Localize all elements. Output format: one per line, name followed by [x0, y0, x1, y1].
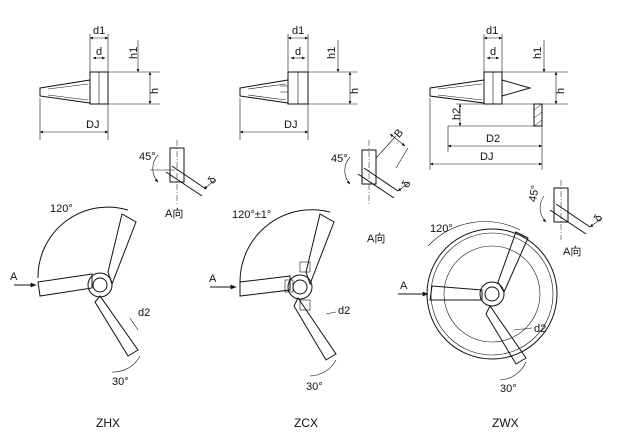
zcx-side-view: d1 d h1 h DJ [239, 25, 361, 140]
zcx-type-label: ZCX [294, 416, 318, 430]
zcx-d2-label: d2 [338, 305, 350, 317]
zcx-d1-label: d1 [292, 25, 304, 37]
zhx-side-view: d1 d h1 h DJ [39, 25, 161, 140]
zcx-adir-label: A向 [367, 231, 385, 245]
zcx-dj-label: DJ [284, 119, 297, 131]
zwx-a-label: A [400, 280, 408, 292]
zwx-adir-label: A向 [563, 244, 581, 258]
zhx-blade-section: 45° δ A向 [139, 140, 219, 220]
zwx-h-label: h [555, 88, 567, 94]
zcx-120-label: 120°±1° [232, 209, 271, 221]
zcx-blade-section: B 45° δ A向 [331, 127, 413, 245]
zwx-d-label: d [490, 46, 496, 58]
zhx-45-label: 45° [139, 151, 156, 163]
zwx-type-label: ZWX [492, 416, 519, 430]
zhx-30-label: 30° [112, 376, 129, 388]
zhx-type-label: ZHX [96, 416, 120, 430]
zhx-delta-label: δ [206, 175, 219, 186]
zhx-adir-label: A向 [165, 206, 183, 220]
zhx-h-label: h [149, 88, 161, 94]
zwx-d1-label: d1 [486, 25, 498, 37]
zwx-blade-section: 45° δ A向 [527, 180, 605, 258]
zhx-a-label: A [10, 271, 18, 283]
zcx-45-label: 45° [331, 153, 348, 165]
zwx-side-view: d1 d h1 h h2 D2 DJ [429, 25, 568, 170]
zwx-delta-label: δ [592, 213, 605, 224]
zcx-delta-label: δ [400, 179, 413, 190]
zhx-d-label: d [96, 46, 102, 58]
zhx-d2-label: d2 [138, 307, 150, 319]
zwx-30-label: 30° [500, 383, 517, 395]
zwx-d2-dim-label: D2 [486, 133, 500, 145]
zwx-d2-label: d2 [534, 323, 546, 335]
zcx-a-label: A [209, 273, 217, 285]
zhx-top-view: 120° A d2 30° [10, 203, 150, 388]
zcx-h-label: h [349, 88, 361, 94]
zcx-30-label: 30° [306, 381, 323, 393]
zwx-h1-label: h1 [532, 47, 544, 59]
zwx-45-label: 45° [527, 184, 542, 202]
zcx-d-label: d [295, 46, 301, 58]
zhx-d1-label: d1 [93, 25, 105, 37]
zwx-120-label: 120° [430, 223, 453, 235]
zcx-top-view: 120°±1° A d2 30° [209, 209, 350, 393]
zwx-top-view: 120° A d2 30° [398, 221, 558, 395]
zcx-h1-label: h1 [326, 47, 338, 59]
zhx-h1-label: h1 [128, 47, 140, 59]
zwx-dj-label: DJ [480, 151, 493, 163]
zwx-h2-label: h2 [451, 108, 463, 120]
zhx-120-label: 120° [50, 203, 73, 215]
zhx-dj-label: DJ [86, 119, 99, 131]
